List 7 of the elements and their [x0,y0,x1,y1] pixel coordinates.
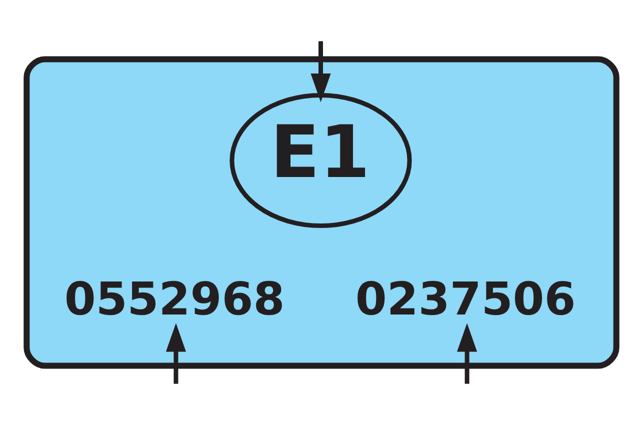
node-text: 0237506 [355,272,576,326]
arrow [310,41,331,102]
node-ellipse: E1 [230,92,412,228]
arrow [166,323,186,384]
node-text: 0552968 [64,272,285,326]
cluster [24,56,620,369]
arrow [456,323,478,384]
